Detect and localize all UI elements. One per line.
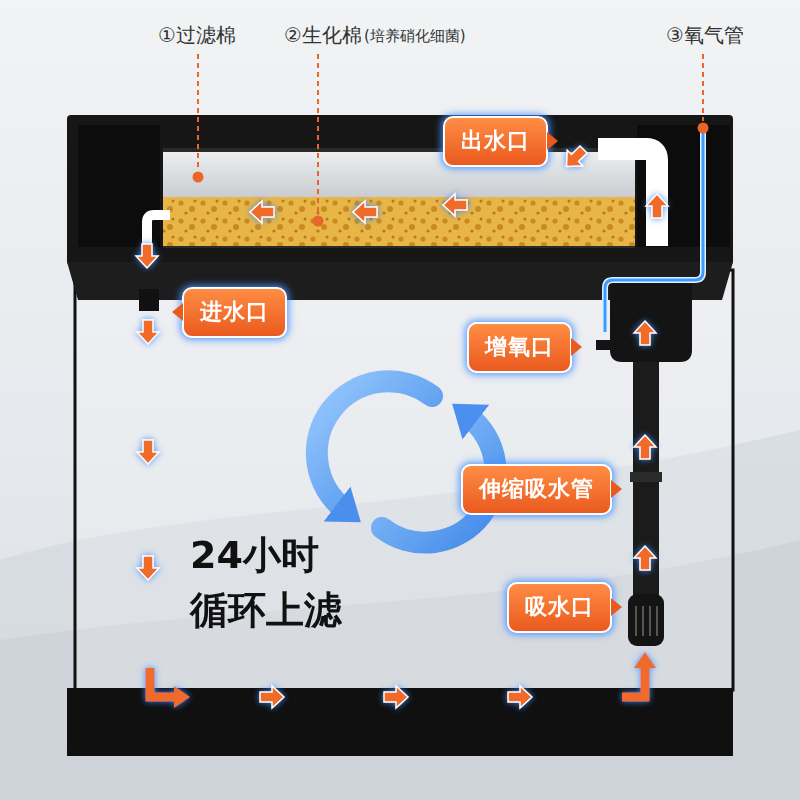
callout-text: 进水口: [200, 299, 269, 324]
callout-box: 出水口: [443, 116, 548, 167]
part-label: ②生化棉: [284, 22, 362, 49]
part-label: ③氧气管: [666, 22, 744, 49]
callout-box: 进水口: [182, 287, 287, 338]
callout-text: 增氧口: [485, 334, 554, 359]
callout-box: 伸缩吸水管: [461, 464, 612, 515]
callout-box: 增氧口: [467, 322, 572, 373]
callout-text: 吸水口: [525, 594, 594, 619]
part-label: ①过滤棉: [158, 22, 236, 49]
slogan-text: 24小时 循环上滤: [190, 528, 390, 638]
callout-text: 伸缩吸水管: [479, 476, 594, 501]
callout-text: 出水口: [461, 128, 530, 153]
part-label: (培养硝化细菌): [364, 27, 466, 46]
callout-box: 吸水口: [507, 582, 612, 633]
